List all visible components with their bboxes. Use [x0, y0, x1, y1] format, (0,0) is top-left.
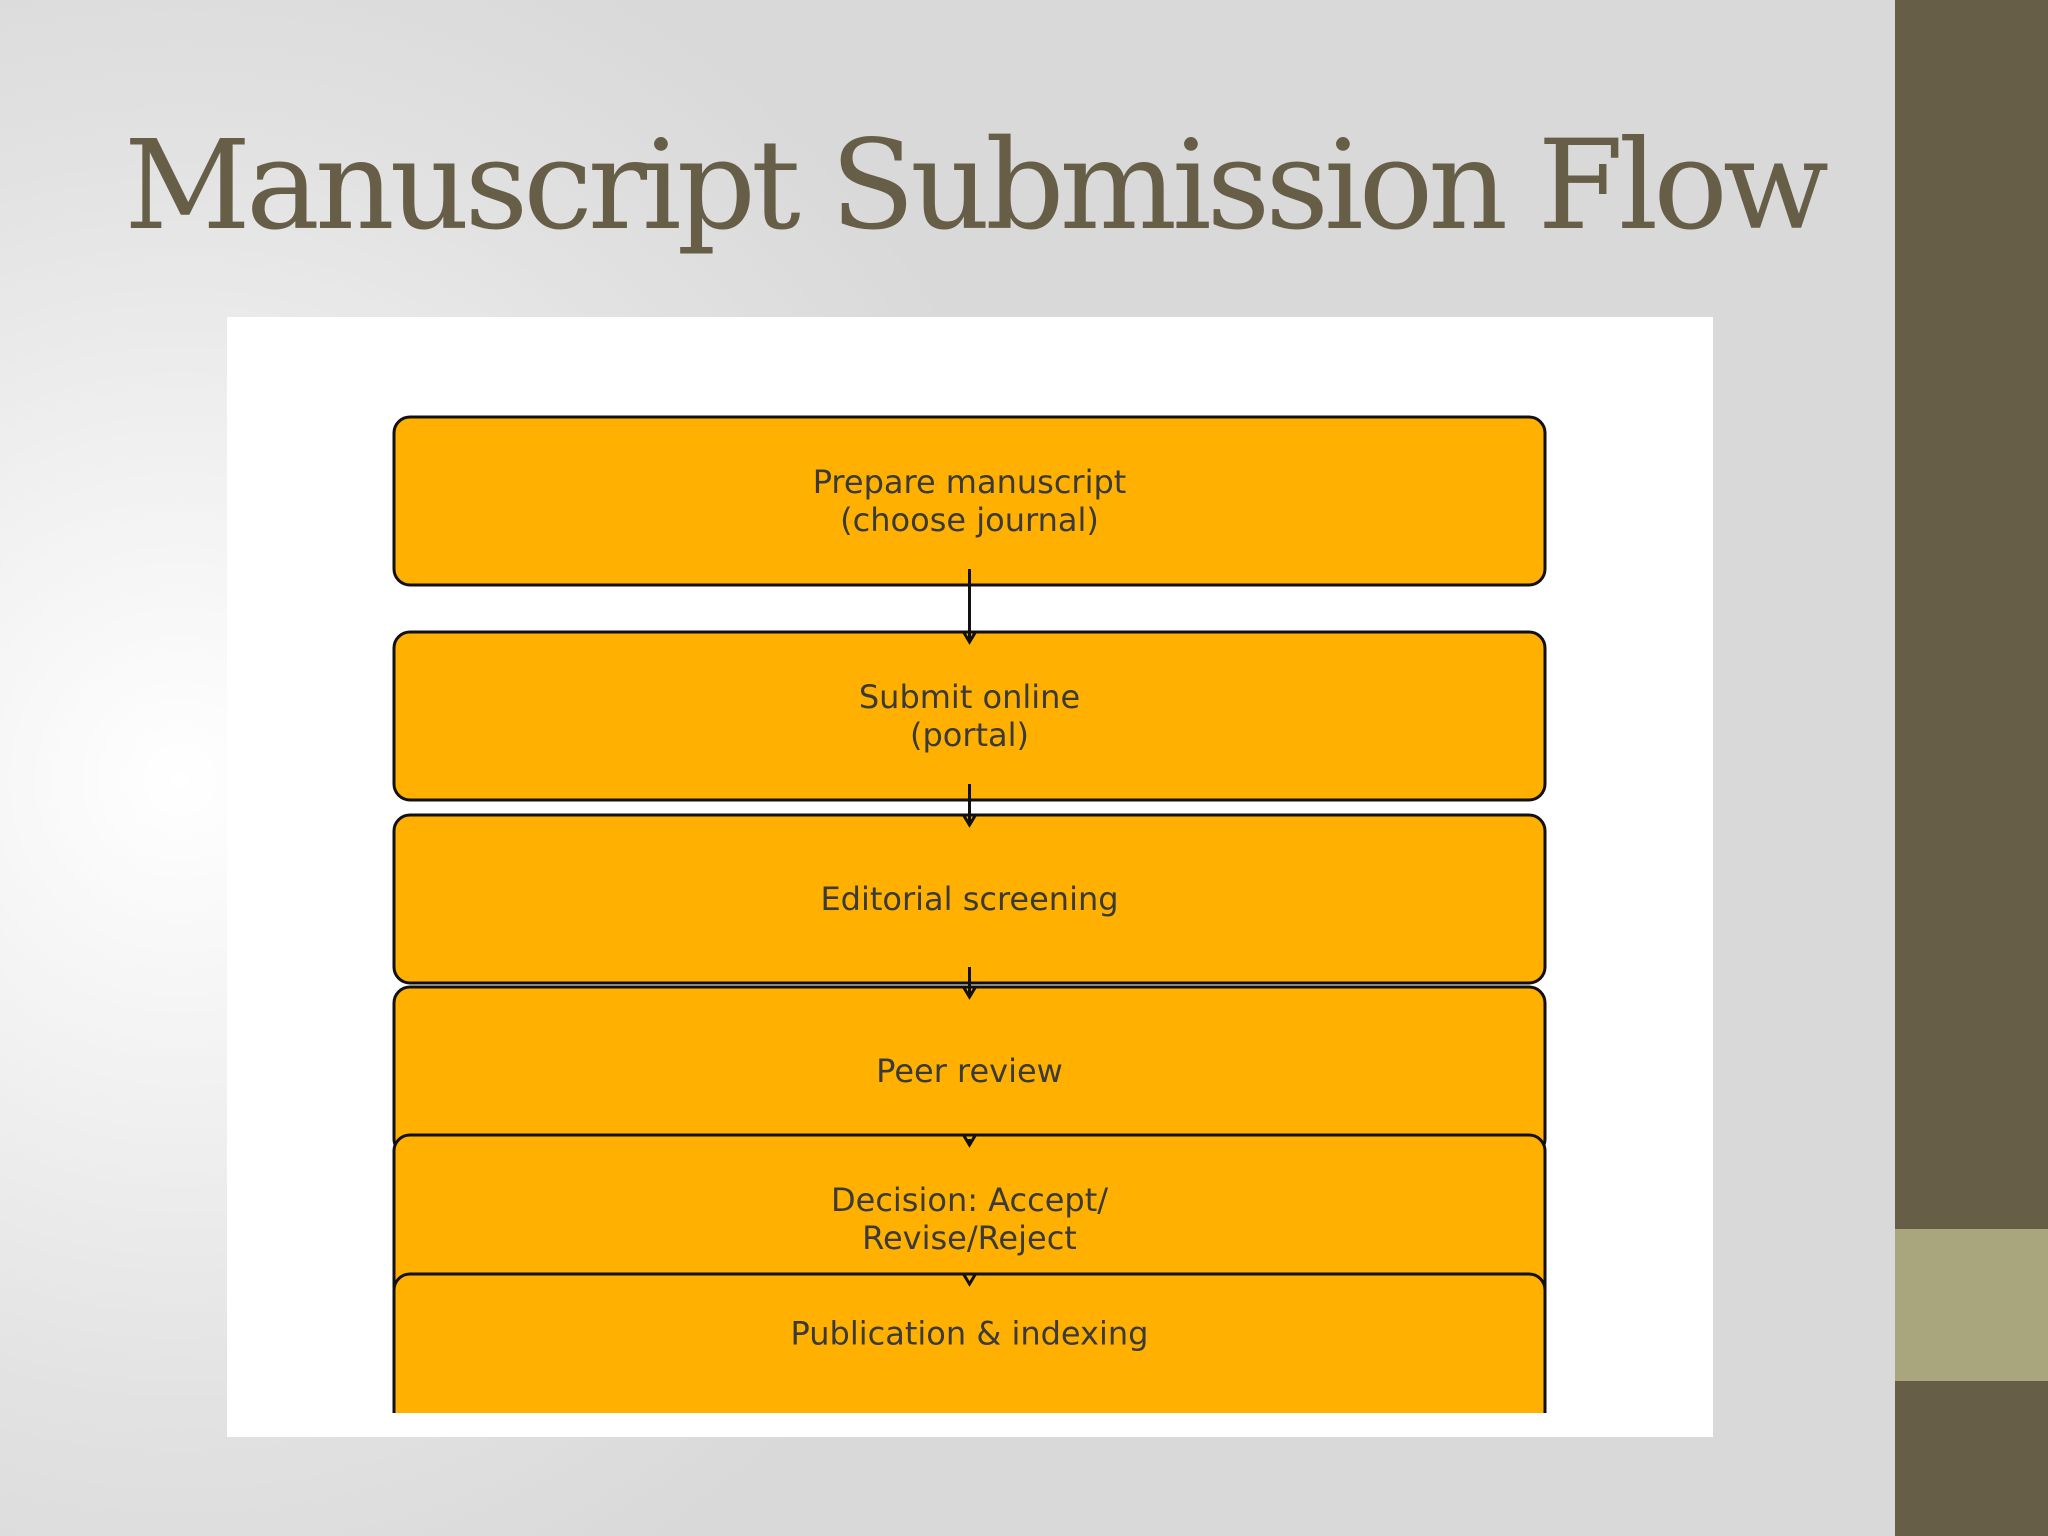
flowchart-diagram: Prepare manuscript(choose journal) Submit…	[392, 415, 1547, 1413]
flow-step-label: Submit online	[859, 678, 1080, 716]
flow-arrow-5	[962, 1273, 977, 1287]
flow-step-label: Publication & indexing	[791, 1315, 1149, 1353]
flow-arrow-1	[962, 569, 977, 645]
flow-step-1: Prepare manuscript(choose journal)	[392, 415, 1547, 587]
flow-step-label: Decision: Accept/	[831, 1181, 1108, 1219]
flow-step-6: Publication & indexing	[392, 1272, 1547, 1413]
slide-title: Manuscript Submission Flow	[124, 114, 1829, 258]
flow-step-label: (choose journal)	[840, 501, 1099, 539]
flow-step-label: Prepare manuscript	[813, 463, 1127, 501]
flow-arrow-head	[962, 986, 977, 1000]
flow-arrow-head	[962, 814, 977, 828]
side-accent-block	[1895, 1229, 2048, 1381]
flow-step-2: Submit online(portal)	[392, 630, 1547, 802]
flow-step-label: (portal)	[910, 716, 1029, 754]
flow-arrow-head	[962, 631, 977, 645]
flow-step-label: Peer review	[876, 1052, 1063, 1090]
flow-arrow-4	[962, 1134, 977, 1148]
flowchart-figure: Prepare manuscript(choose journal) Submit…	[227, 317, 1713, 1437]
flow-arrow-head	[962, 1134, 977, 1148]
flow-arrow-2	[962, 784, 977, 828]
flow-arrow-head	[962, 1273, 977, 1287]
flow-step-3: Editorial screening	[392, 813, 1547, 985]
flow-step-label: Revise/Reject	[862, 1219, 1077, 1257]
flow-step-5: Decision: Accept/Revise/Reject	[392, 1133, 1547, 1305]
flow-step-box	[392, 1272, 1547, 1413]
flow-step-4: Peer review	[392, 985, 1547, 1157]
flow-arrow-3	[962, 967, 977, 1000]
flow-step-label: Editorial screening	[820, 880, 1118, 918]
